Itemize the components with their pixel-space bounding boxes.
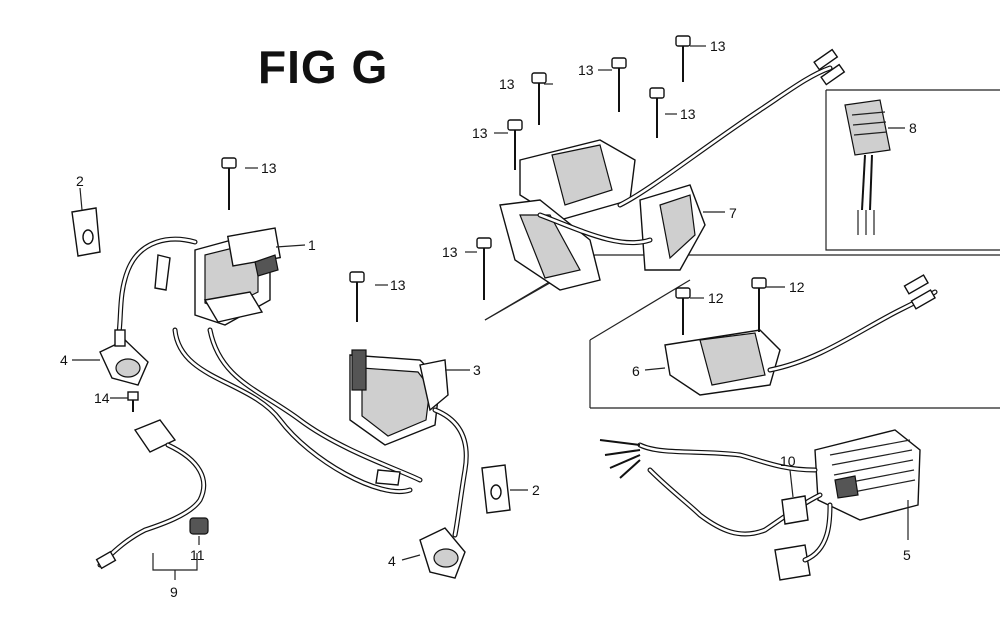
callout-13g: 13	[680, 106, 696, 122]
callout-8: 8	[909, 120, 917, 136]
figure-title: FIG G	[258, 41, 389, 93]
callout-13f: 13	[578, 62, 594, 78]
grommet-2a	[71, 207, 101, 257]
bolt-14	[127, 391, 139, 412]
callout-11: 11	[190, 547, 205, 563]
callout-labels: 1 2 2 3 4 4 5 6 7 8 9 10 11 12 12 13 13 …	[60, 38, 917, 600]
callout-13c: 13	[442, 244, 458, 260]
ignition-coil-3	[349, 349, 469, 538]
grommet-2b	[481, 464, 511, 514]
callout-13d: 13	[472, 125, 488, 141]
callout-13a: 13	[261, 160, 277, 176]
callout-13b: 13	[390, 277, 406, 293]
lighting-coil-6	[664, 274, 938, 396]
callout-12a: 12	[708, 290, 724, 306]
callout-10: 10	[780, 453, 796, 469]
callout-1: 1	[308, 237, 316, 253]
bolt-13-group	[221, 35, 691, 322]
plug-cap-4b	[419, 527, 466, 579]
rectifier-8	[844, 99, 891, 235]
stop-wire-9	[95, 419, 207, 580]
ignition-coil-1	[194, 227, 282, 326]
callout-12b: 12	[789, 279, 805, 295]
callout-3: 3	[473, 362, 481, 378]
ignition-wire-harness	[115, 236, 423, 494]
connector-10	[774, 495, 833, 581]
bolt-12-group	[675, 277, 767, 335]
callout-14: 14	[94, 390, 110, 406]
callout-9: 9	[170, 584, 178, 600]
callout-6: 6	[632, 363, 640, 379]
callout-5: 5	[903, 547, 911, 563]
callout-13h: 13	[710, 38, 726, 54]
callout-2b: 2	[532, 482, 540, 498]
callout-4b: 4	[388, 553, 396, 569]
callout-13e: 13	[499, 76, 515, 92]
leader-lines	[72, 45, 909, 561]
callout-4a: 4	[60, 352, 68, 368]
callout-2a: 2	[76, 173, 84, 189]
callout-7: 7	[729, 205, 737, 221]
charge-coil-assembly-7	[499, 48, 846, 291]
grommet-11	[189, 517, 209, 535]
regulator-5	[599, 429, 921, 537]
plug-cap-4a	[99, 329, 149, 386]
